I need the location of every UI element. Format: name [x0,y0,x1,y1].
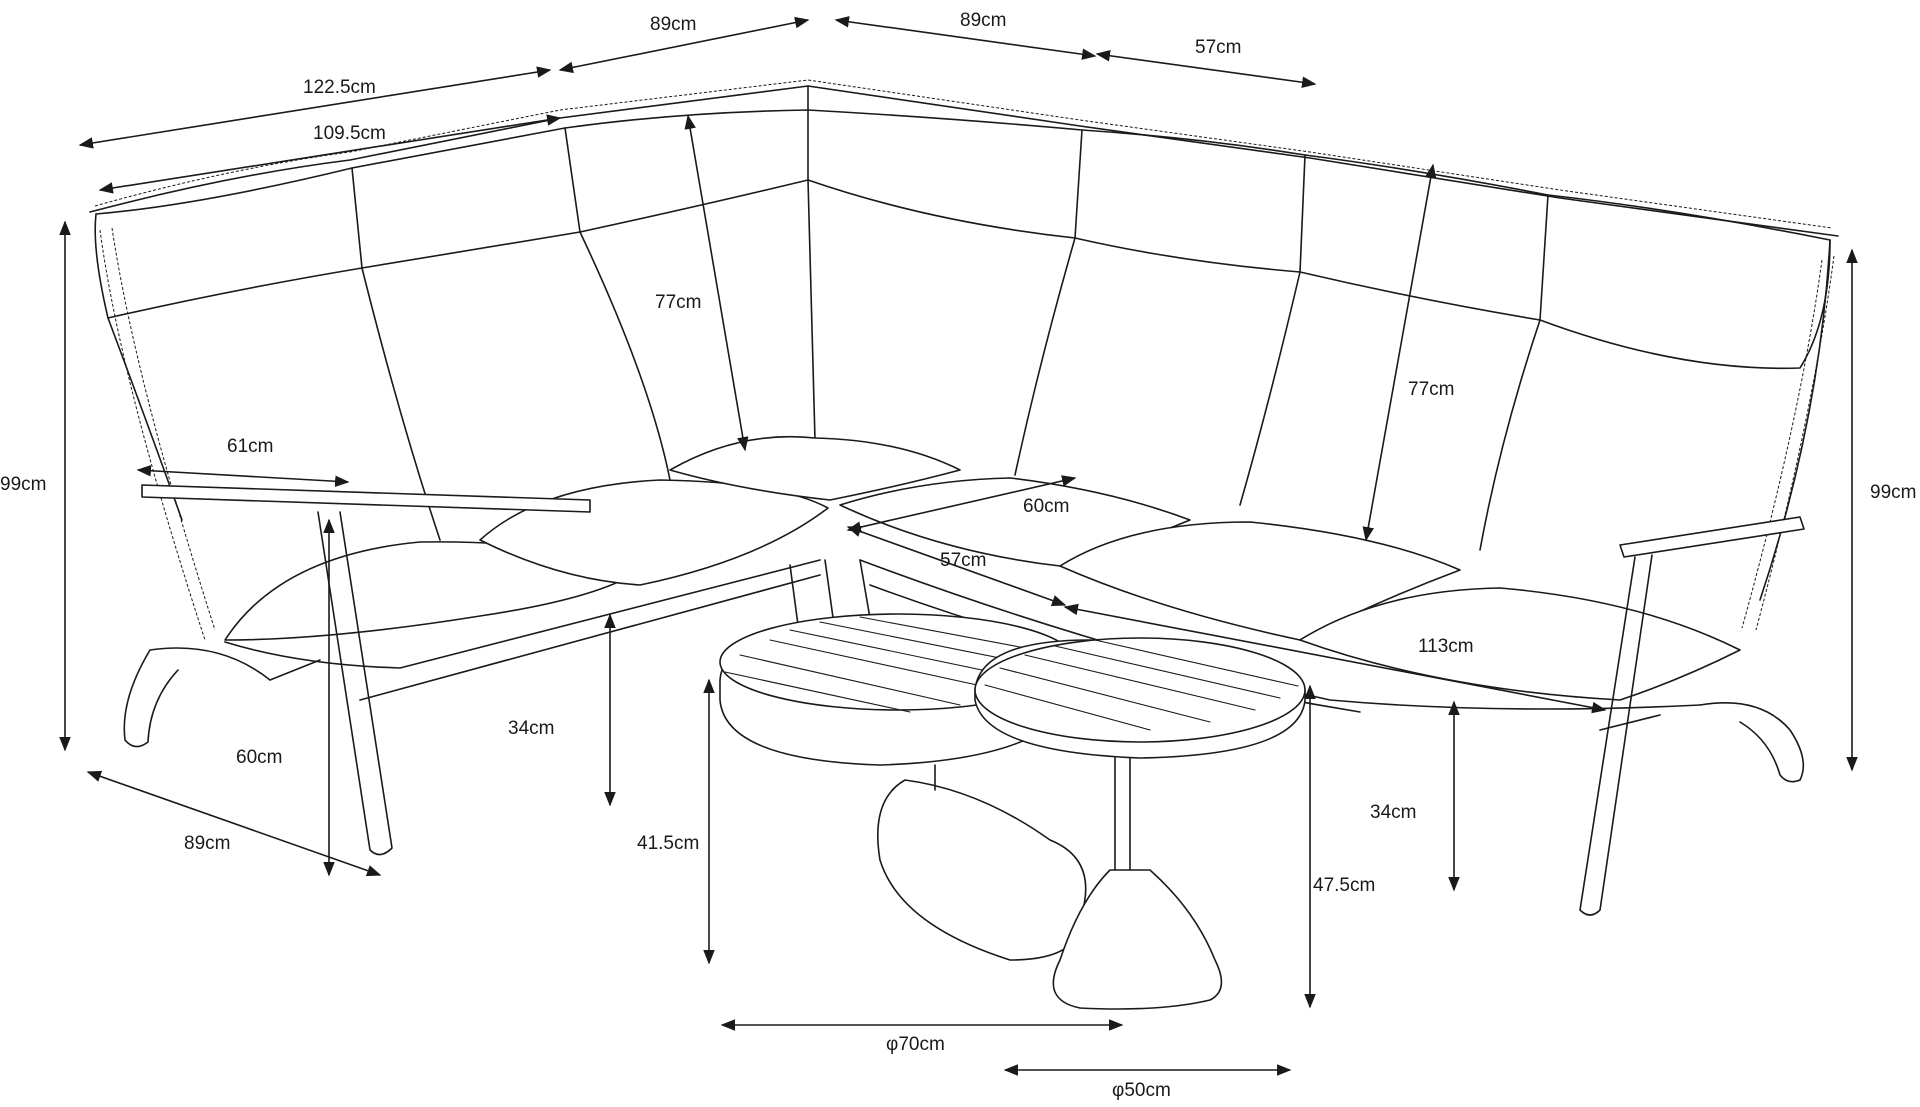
large-table-height-label: 41.5cm [637,833,699,854]
corner-right-top-label: 89cm [960,10,1006,31]
corner-sofa-drawing [89,79,1839,916]
left-height-label: 99cm [0,474,46,495]
corner-seat-width-label: 57cm [940,550,986,571]
corner-seat-depth-label: 60cm [1023,496,1069,517]
small-table-diameter-label: φ50cm [1112,1080,1171,1101]
dimension-labels: 122.5cm 109.5cm 89cm 89cm 57cm 99cm 99cm… [0,10,1916,1101]
left-back-height-label: 77cm [655,292,701,313]
large-table-diameter-label: φ70cm [886,1034,945,1055]
dimension-lines [59,16,1858,1076]
corner-left-top-label: 89cm [650,14,696,35]
left-arm-length-label: 61cm [227,436,273,457]
left-seat-height-label: 34cm [508,718,554,739]
right-seat-height-label: 34cm [1370,802,1416,823]
right-top-depth-label: 57cm [1195,37,1241,58]
left-base-depth-label: 89cm [184,833,230,854]
right-height-label: 99cm [1870,482,1916,503]
coffee-tables-drawing [719,613,1306,1010]
left-top-inner-label: 109.5cm [313,123,386,144]
left-top-outer-label: 122.5cm [303,77,376,98]
right-back-height-label: 77cm [1408,379,1454,400]
right-seat-width-label: 113cm [1418,636,1474,657]
small-table-height-label: 47.5cm [1313,875,1375,896]
left-arm-height-label: 60cm [236,747,282,768]
